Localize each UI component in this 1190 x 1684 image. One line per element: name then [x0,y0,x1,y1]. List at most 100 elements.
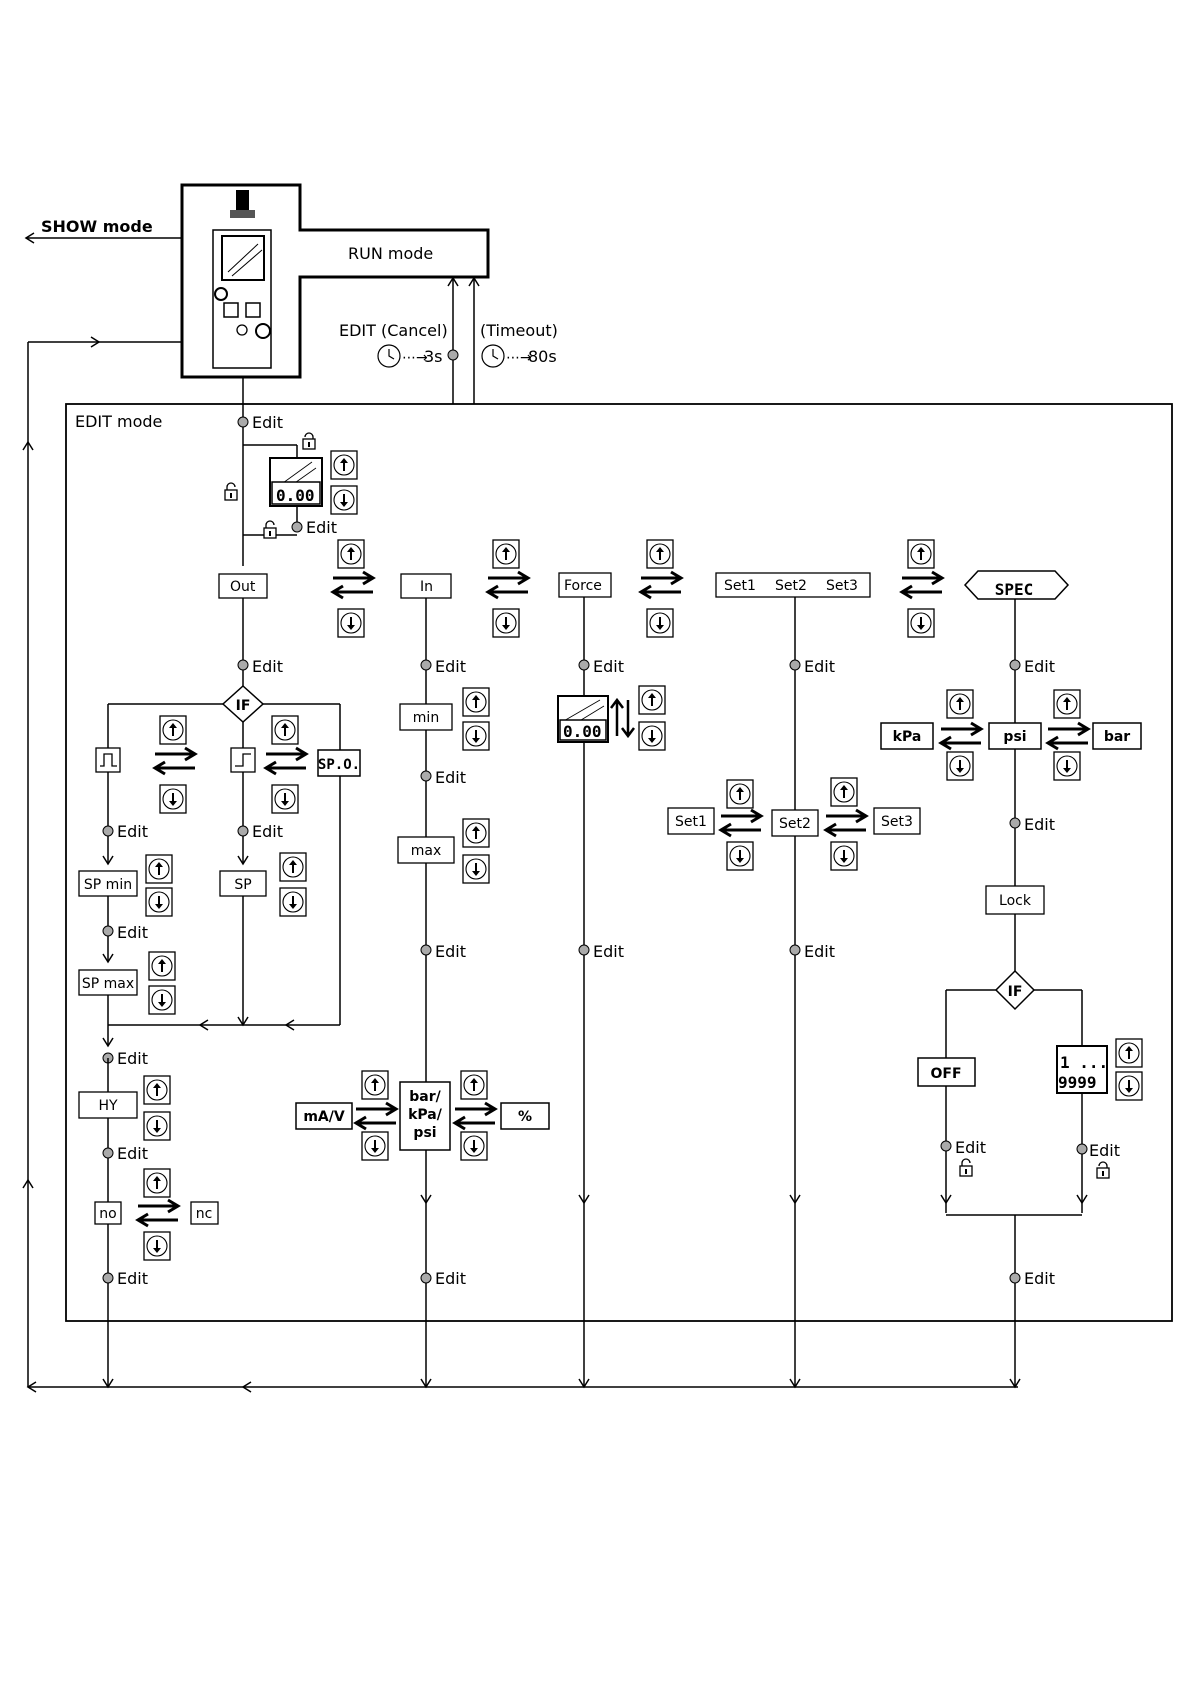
lock-icon [302,432,316,450]
up-key-icon[interactable] [907,539,935,569]
sp-min-box[interactable] [78,870,138,897]
lock-box[interactable] [985,885,1045,915]
down-key-icon[interactable] [462,721,490,751]
set2-box[interactable] [771,809,819,837]
up-key-icon[interactable] [330,450,358,480]
up-key-icon[interactable] [159,715,187,745]
svg-text:⋯→: ⋯→ [506,350,532,366]
edit-label: Edit [435,657,466,676]
down-key-icon[interactable] [492,608,520,638]
set1-label: Set1 [675,814,707,830]
lock-icon [1096,1161,1110,1179]
menu-in[interactable] [400,573,452,599]
edit-label: Edit [593,657,624,676]
force-branch: Edit 0.00 Edit [557,597,666,1388]
up-key-icon[interactable] [646,539,674,569]
down-key-icon[interactable] [361,1131,389,1161]
max-label: max [411,843,442,859]
psi-box[interactable] [988,722,1042,750]
up-key-icon[interactable] [638,685,666,715]
down-key-icon[interactable] [159,784,187,814]
toggle-arrows-icon [264,746,308,776]
spec-branch: Edit kPa psi bar Edit Lock IF OFF 1 ... … [880,599,1143,1388]
up-key-icon[interactable] [1115,1038,1143,1068]
down-key-icon[interactable] [271,784,299,814]
up-key-icon[interactable] [148,951,176,981]
down-key-icon[interactable] [638,721,666,751]
toggle-arrows-icon [1046,721,1090,751]
min-box[interactable] [399,703,453,731]
down-key-icon[interactable] [946,751,974,781]
hy-label: HY [98,1098,118,1114]
kpa-box[interactable] [880,722,934,750]
down-key-icon[interactable] [143,1231,171,1261]
menu-set3-label: Set3 [826,578,858,594]
menu-set[interactable] [715,572,871,598]
spo-box[interactable] [317,749,361,777]
down-key-icon[interactable] [460,1131,488,1161]
code-box[interactable] [1056,1045,1108,1094]
toggle-arrows-icon [719,808,763,838]
up-key-icon[interactable] [460,1070,488,1100]
edit-label: Edit [1024,1269,1055,1288]
down-key-icon[interactable] [907,608,935,638]
up-key-icon[interactable] [462,687,490,717]
down-key-icon[interactable] [148,985,176,1015]
up-key-icon[interactable] [279,852,307,882]
ma-v-label: mA/V [303,1109,345,1125]
sp-max-box[interactable] [78,969,138,996]
down-key-icon[interactable] [279,887,307,917]
ma-v-box[interactable] [295,1102,353,1130]
up-key-icon[interactable] [726,779,754,809]
down-key-icon[interactable] [462,854,490,884]
down-key-icon[interactable] [145,887,173,917]
up-key-icon[interactable] [145,854,173,884]
psi-label: psi [1003,729,1026,745]
toggle-arrows-icon [153,746,197,776]
edit-label: Edit [117,822,148,841]
menu-spec[interactable] [963,570,1070,600]
edit-label: Edit [306,518,337,537]
max-box[interactable] [397,836,455,864]
up-key-icon[interactable] [337,539,365,569]
up-key-icon[interactable] [143,1168,171,1198]
pin-display-value: 0.00 [276,486,315,505]
sp-min-label: SP min [84,877,132,893]
down-key-icon[interactable] [337,608,365,638]
unlock-icon [959,1158,973,1177]
down-key-icon[interactable] [646,608,674,638]
up-key-icon[interactable] [462,818,490,848]
show-mode-label: SHOW mode [41,217,153,236]
edit-label: Edit [435,942,466,961]
down-key-icon[interactable] [143,1111,171,1141]
up-key-icon[interactable] [143,1075,171,1105]
down-key-icon[interactable] [1115,1071,1143,1101]
set1-box[interactable] [667,807,715,835]
menu-force[interactable] [558,572,612,598]
off-box[interactable] [917,1057,976,1087]
unit-bar-label: bar/ [409,1089,441,1105]
down-key-icon[interactable] [830,841,858,871]
sp-box[interactable] [219,870,267,897]
set3-box[interactable] [873,807,921,835]
svg-text:⋯→: ⋯→ [402,350,428,366]
timeout-label: (Timeout) [480,321,558,340]
up-key-icon[interactable] [946,689,974,719]
percent-box[interactable] [500,1102,550,1130]
menu-out[interactable] [218,573,268,599]
return-loop [22,336,1018,1393]
down-key-icon[interactable] [330,485,358,515]
set-branch: Edit Set1 Set2 Set3 Edit [667,597,921,1388]
up-key-icon[interactable] [492,539,520,569]
up-key-icon[interactable] [1053,689,1081,719]
pressure-unit-box[interactable] [399,1081,451,1151]
nc-box[interactable] [190,1201,219,1225]
up-key-icon[interactable] [361,1070,389,1100]
edit-label: Edit [252,822,283,841]
down-key-icon[interactable] [1053,751,1081,781]
up-key-icon[interactable] [830,777,858,807]
down-key-icon[interactable] [726,841,754,871]
edit-mode-frame [65,403,1173,1322]
bar-box[interactable] [1092,722,1142,750]
up-key-icon[interactable] [271,715,299,745]
